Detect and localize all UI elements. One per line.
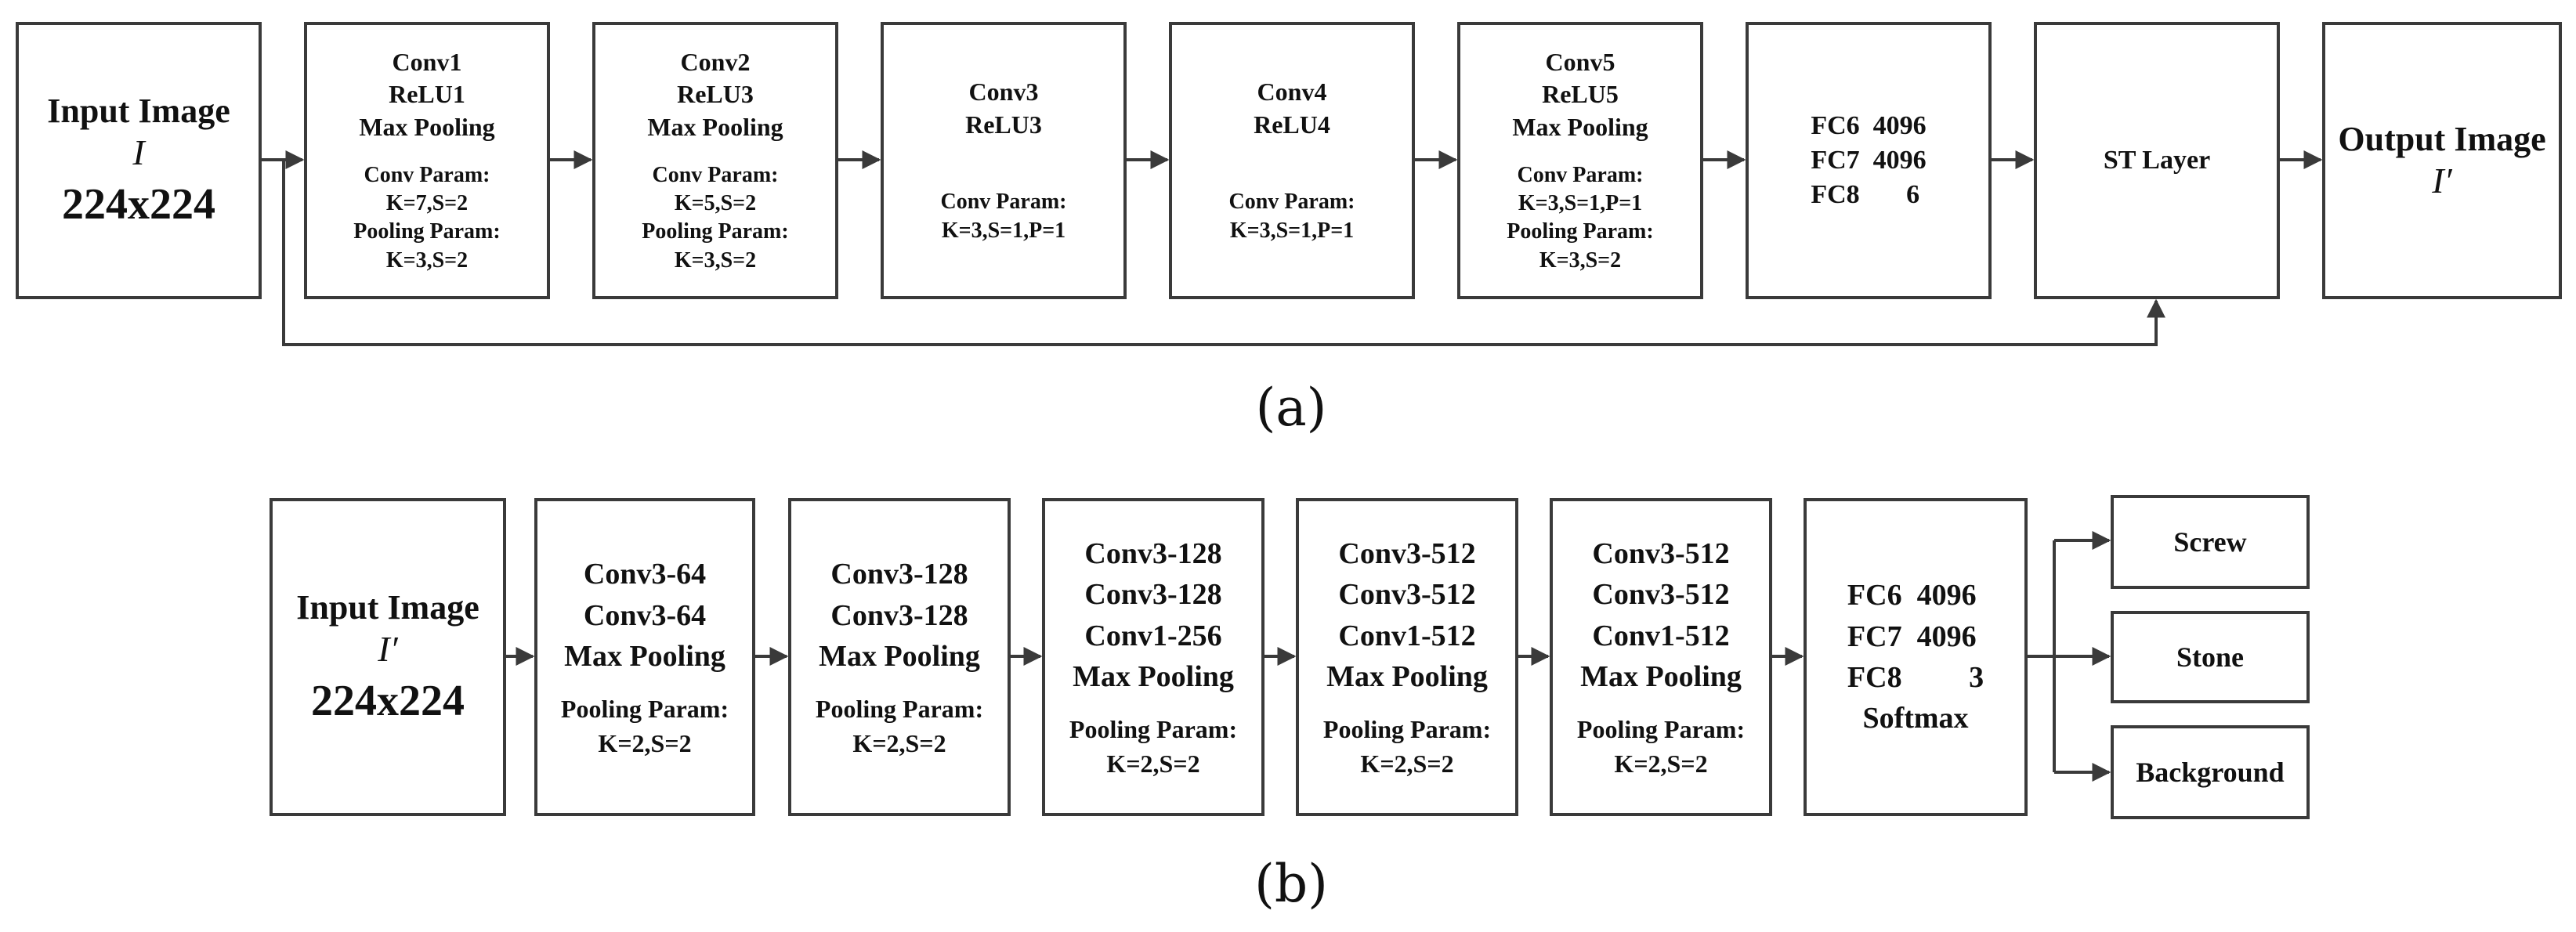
b-fc-line: FC7 4096 bbox=[1847, 620, 1977, 653]
b-fc-box: FC6 4096 FC7 4096 FC8 3 Softmax bbox=[1804, 498, 2028, 816]
b-block2-line: Conv3-128 bbox=[830, 558, 968, 591]
a-fc-line: FC6 4096 bbox=[1811, 110, 1927, 140]
a-output-symbol: I′ bbox=[2432, 160, 2452, 200]
a-fc-line: FC7 4096 bbox=[1811, 145, 1927, 175]
b-output-screw-label: Screw bbox=[2173, 526, 2247, 558]
b-block4-line: Conv3-512 bbox=[1338, 536, 1476, 570]
a-conv2-line: ReLU3 bbox=[677, 80, 754, 109]
b-block5-param: Pooling Param: bbox=[1576, 714, 1746, 743]
a-conv5-line: Max Pooling bbox=[1512, 113, 1648, 142]
b-block3-param: K=2,S=2 bbox=[1106, 749, 1200, 778]
b-block1-line: Max Pooling bbox=[564, 640, 725, 674]
caption-b: (b) bbox=[1254, 854, 1328, 914]
a-input-title: Input Image bbox=[47, 91, 230, 130]
a-conv1-param: Conv Param: bbox=[364, 162, 490, 187]
b-output-background-label: Background bbox=[2136, 756, 2285, 788]
a-conv3-box: Conv3 ReLU3 Conv Param: K=3,S=1,P=1 bbox=[881, 22, 1127, 299]
caption-a: (a) bbox=[1255, 377, 1327, 438]
b-input-symbol: I′ bbox=[378, 628, 398, 669]
a-conv3-param: Conv Param: bbox=[940, 190, 1067, 215]
a-conv5-box: Conv5 ReLU5 Max Pooling Conv Param: K=3,… bbox=[1457, 22, 1703, 299]
b-block1-param: Pooling Param: bbox=[560, 694, 729, 723]
b-block1-line: Conv3-64 bbox=[583, 598, 707, 632]
b-block2-param: K=2,S=2 bbox=[852, 728, 946, 757]
b-block5-box: Conv3-512 Conv3-512 Conv1-512 Max Poolin… bbox=[1550, 498, 1772, 816]
a-conv2-line: Max Pooling bbox=[647, 113, 783, 142]
a-conv5-line: Conv5 bbox=[1545, 47, 1615, 76]
b-fc-line: Softmax bbox=[1862, 702, 1969, 735]
b-fc-line: FC6 4096 bbox=[1847, 579, 1977, 612]
a-conv3-line: Conv3 bbox=[968, 78, 1039, 107]
b-block3-line: Conv3-128 bbox=[1084, 578, 1222, 612]
a-conv1-box: Conv1 ReLU1 Max Pooling Conv Param: K=7,… bbox=[304, 22, 550, 299]
a-conv1-param: K=7,S=2 bbox=[385, 191, 469, 215]
b-block2-param: Pooling Param: bbox=[815, 694, 984, 723]
b-block4-line: Conv3-512 bbox=[1338, 578, 1476, 612]
b-output-stone-box: Stone bbox=[2111, 611, 2310, 703]
b-block5-line: Max Pooling bbox=[1580, 660, 1742, 694]
b-input-image-box: Input Image I′ 224x224 bbox=[270, 498, 506, 816]
a-st-layer-label: ST Layer bbox=[2103, 145, 2211, 175]
b-output-background-box: Background bbox=[2111, 725, 2310, 819]
b-block4-param: Pooling Param: bbox=[1322, 714, 1492, 743]
a-conv2-param: Pooling Param: bbox=[642, 219, 789, 244]
b-block5-line: Conv3-512 bbox=[1592, 536, 1730, 570]
a-conv5-param: K=3,S=1,P=1 bbox=[1518, 191, 1643, 215]
a-conv2-line: Conv2 bbox=[680, 47, 751, 76]
b-block1-param: K=2,S=2 bbox=[598, 728, 692, 757]
b-input-size: 224x224 bbox=[311, 677, 465, 726]
b-block3-param: Pooling Param: bbox=[1069, 714, 1238, 743]
a-conv1-param: K=3,S=2 bbox=[385, 247, 469, 273]
a-conv5-param: Conv Param: bbox=[1517, 162, 1644, 187]
a-conv2-param: Conv Param: bbox=[652, 162, 779, 187]
b-block4-param: K=2,S=2 bbox=[1360, 749, 1454, 778]
a-fc-line: FC8 6 bbox=[1811, 180, 1920, 210]
a-input-size: 224x224 bbox=[62, 180, 215, 229]
a-conv4-param: K=3,S=1,P=1 bbox=[1229, 218, 1355, 243]
b-block1-line: Conv3-64 bbox=[583, 558, 707, 591]
b-output-stone-label: Stone bbox=[2176, 641, 2244, 673]
a-arrow-skip-input-st bbox=[282, 160, 2165, 346]
b-block3-line: Conv3-128 bbox=[1084, 536, 1222, 570]
a-conv4-line: ReLU4 bbox=[1254, 110, 1330, 139]
a-conv2-param: K=3,S=2 bbox=[674, 247, 757, 273]
a-st-layer-box: ST Layer bbox=[2034, 22, 2280, 299]
b-block5-line: Conv3-512 bbox=[1592, 578, 1730, 612]
b-block4-line: Max Pooling bbox=[1326, 660, 1488, 694]
b-block5-line: Conv1-512 bbox=[1592, 619, 1730, 652]
a-conv1-line: Conv1 bbox=[392, 47, 462, 76]
a-conv1-line: Max Pooling bbox=[359, 113, 495, 142]
a-conv1-param: Pooling Param: bbox=[353, 219, 501, 244]
b-input-title: Input Image bbox=[296, 587, 479, 627]
a-conv5-param: K=3,S=2 bbox=[1539, 247, 1622, 273]
b-block1-box: Conv3-64 Conv3-64 Max Pooling Pooling Pa… bbox=[534, 498, 755, 816]
b-block2-line: Conv3-128 bbox=[830, 598, 968, 632]
b-fc-line: FC8 3 bbox=[1847, 661, 1984, 694]
a-input-symbol: I bbox=[132, 132, 145, 172]
a-conv5-line: ReLU5 bbox=[1542, 80, 1619, 109]
b-block4-line: Conv1-512 bbox=[1338, 619, 1476, 652]
a-conv2-box: Conv2 ReLU3 Max Pooling Conv Param: K=5,… bbox=[592, 22, 838, 299]
b-block3-line: Conv1-256 bbox=[1084, 619, 1222, 652]
b-block4-box: Conv3-512 Conv3-512 Conv1-512 Max Poolin… bbox=[1296, 498, 1518, 816]
b-output-screw-box: Screw bbox=[2111, 495, 2310, 589]
a-conv4-line: Conv4 bbox=[1257, 78, 1327, 107]
a-conv5-param: Pooling Param: bbox=[1507, 219, 1654, 244]
b-block3-box: Conv3-128 Conv3-128 Conv1-256 Max Poolin… bbox=[1042, 498, 1264, 816]
a-conv2-param: K=5,S=2 bbox=[674, 191, 757, 215]
a-conv3-param: K=3,S=1,P=1 bbox=[941, 218, 1066, 243]
a-conv1-line: ReLU1 bbox=[389, 80, 465, 109]
b-block3-line: Max Pooling bbox=[1073, 660, 1234, 694]
a-output-image-box: Output Image I′ bbox=[2322, 22, 2562, 299]
a-output-title: Output Image bbox=[2338, 120, 2546, 158]
a-fc-box: FC6 4096 FC7 4096 FC8 6 bbox=[1746, 22, 1992, 299]
a-conv3-line: ReLU3 bbox=[965, 110, 1042, 139]
a-conv4-box: Conv4 ReLU4 Conv Param: K=3,S=1,P=1 bbox=[1169, 22, 1415, 299]
b-block5-param: K=2,S=2 bbox=[1614, 749, 1708, 778]
a-conv4-param: Conv Param: bbox=[1228, 190, 1355, 215]
b-block2-line: Max Pooling bbox=[819, 640, 980, 674]
a-input-image-box: Input Image I 224x224 bbox=[16, 22, 262, 299]
b-block2-box: Conv3-128 Conv3-128 Max Pooling Pooling … bbox=[788, 498, 1011, 816]
